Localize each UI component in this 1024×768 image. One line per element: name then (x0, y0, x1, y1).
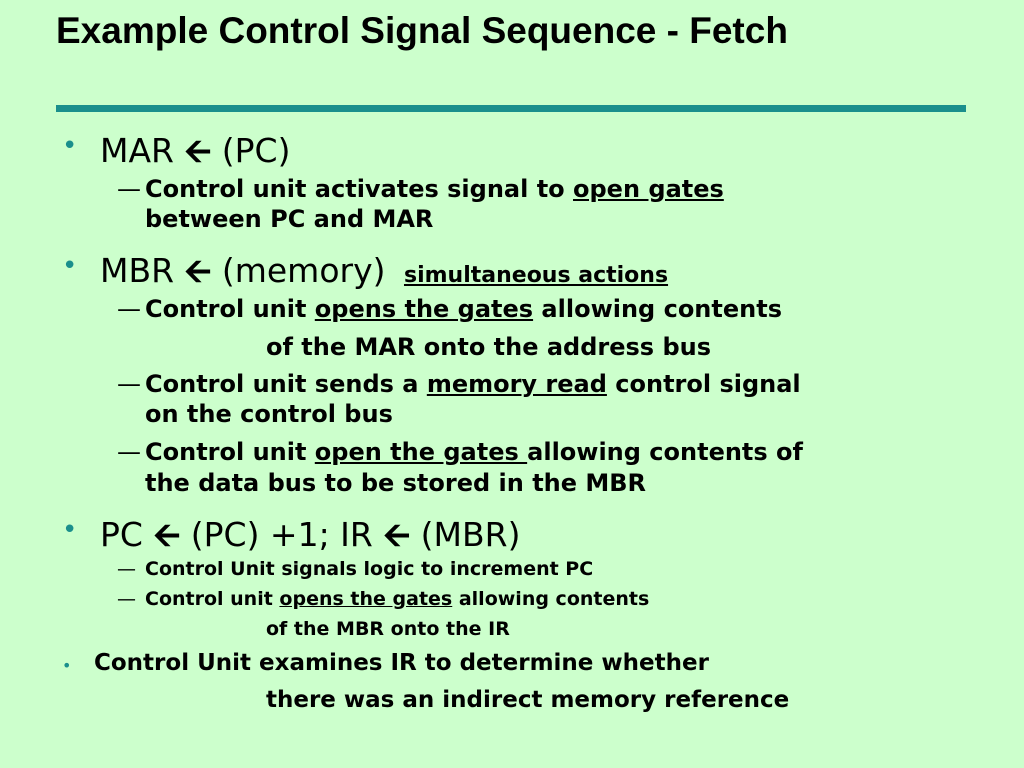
operand-right: (PC) +1; IR (190, 515, 373, 554)
sub-text-continued: of the MBR onto the IR (266, 618, 510, 640)
dash-icon: — (117, 588, 136, 610)
operand-right: (PC) (221, 131, 291, 170)
dash-icon: — (117, 175, 141, 203)
operand-right: (memory) (221, 251, 386, 290)
slide-title: Example Control Signal Sequence - Fetch (56, 10, 788, 51)
underlined-term: memory read (426, 370, 607, 398)
sub-text: Control unit sends a memory read control… (145, 370, 801, 398)
dash-icon: — (117, 558, 136, 580)
sub-text-continued: on the control bus (145, 400, 393, 428)
sub-text-continued: the data bus to be stored in the MBR (145, 469, 647, 497)
final-bullet-text-continued: there was an indirect memory reference (266, 687, 790, 713)
bullet-icon: • (62, 131, 78, 161)
dash-icon: — (117, 370, 141, 398)
operand-right-2: (MBR) (420, 515, 521, 554)
dash-icon: — (117, 295, 141, 323)
sub-text-continued: of the MAR onto the address bus (266, 333, 711, 361)
sub-text: Control unit activates signal to open ga… (145, 175, 724, 203)
bullet-icon: • (62, 515, 78, 545)
sub-text: Control unit open the gates allowing con… (145, 438, 803, 466)
underlined-term: open the gates (314, 438, 528, 466)
underlined-term: opens the gates (279, 588, 453, 610)
left-arrow-icon: 🡨 (184, 131, 212, 170)
underlined-term: open gates (573, 175, 724, 203)
simultaneous-note: simultaneous actions (403, 263, 669, 288)
bullet-mar-pc: MAR 🡨 (PC) (100, 127, 290, 183)
operand-left: MAR (100, 131, 174, 170)
underlined-term: opens the gates (314, 295, 534, 323)
sub-text-continued: between PC and MAR (145, 205, 434, 233)
operand-left: MBR (100, 251, 175, 290)
sub-text: Control unit opens the gates allowing co… (145, 295, 782, 323)
sub-text: Control unit opens the gates allowing co… (145, 588, 650, 610)
title-underline-rule (56, 105, 966, 112)
sub-text: Control Unit signals logic to increment … (145, 558, 594, 580)
bullet-icon: • (62, 656, 72, 675)
dash-icon: — (117, 438, 141, 466)
left-arrow-icon: 🡨 (383, 515, 411, 554)
operand-left: PC (100, 515, 143, 554)
left-arrow-icon: 🡨 (153, 515, 181, 554)
left-arrow-icon: 🡨 (184, 251, 212, 290)
final-bullet-text: Control Unit examines IR to determine wh… (94, 650, 709, 676)
bullet-icon: • (62, 251, 78, 281)
bullet-pc-ir: PC 🡨 (PC) +1; IR 🡨 (MBR) (100, 511, 520, 567)
bullet-mbr-memory: MBR 🡨 (memory) simultaneous actions (100, 247, 668, 303)
